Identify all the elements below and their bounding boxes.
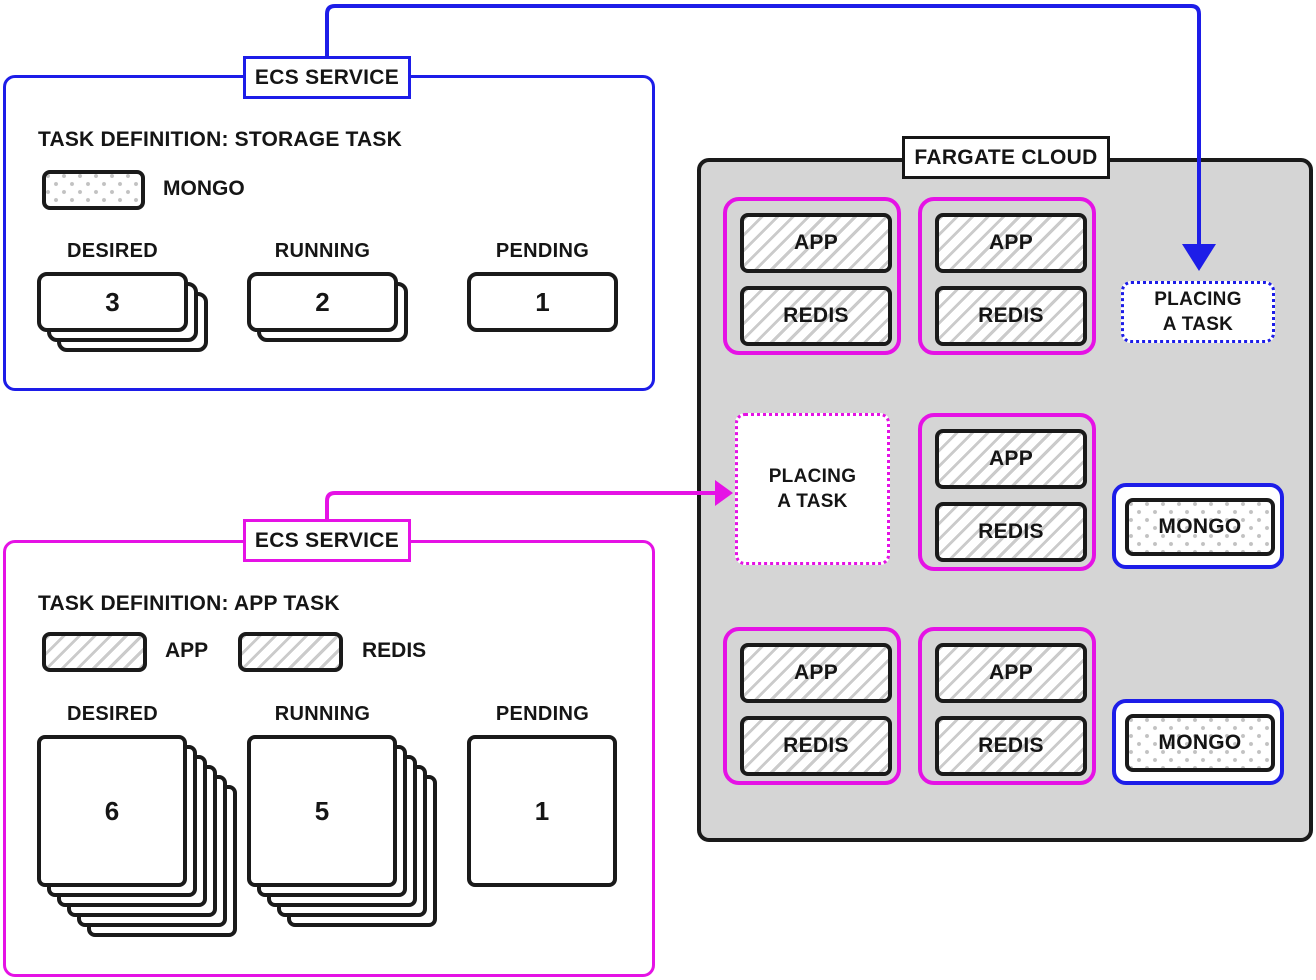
mongo-task-group: MONGO [1112,483,1284,569]
fargate-cloud-tag: FARGATE CLOUD [902,136,1110,179]
app-container-box: APP [740,643,892,703]
placing-a-task-magenta: PLACING A TASK [735,413,890,565]
app-task-group: APP REDIS [723,627,901,785]
app-legend-label: APP [165,639,209,662]
mongo-container-box: MONGO [1125,498,1275,556]
mongo-legend-swatch [42,170,145,210]
storage-running-header: RUNNING [274,240,371,262]
app-task-group: APP REDIS [723,197,901,355]
storage-pending-stack: 1 [467,272,638,352]
placing-line-2: A TASK [1162,314,1234,335]
redis-container-box: REDIS [935,502,1087,562]
app-task-group: APP REDIS [918,413,1096,571]
task-count-card: 3 [37,272,188,332]
storage-service-tag-label: ECS SERVICE [254,65,400,89]
placing-a-task-blue: PLACING A TASK [1121,281,1275,343]
storage-task-definition-heading: TASK DEFINITION: STORAGE TASK [38,128,402,151]
app-container-box: APP [935,213,1087,273]
storage-service-tag: ECS SERVICE [243,56,411,99]
redis-container-box: REDIS [935,286,1087,346]
app-desired-stack: 6 [37,735,237,937]
storage-running-stack: 2 [247,272,418,352]
redis-container-box: REDIS [740,716,892,776]
app-task-definition-heading: TASK DEFINITION: APP TASK [38,592,340,615]
app-task-group: APP REDIS [918,197,1096,355]
task-count-card: 5 [247,735,397,887]
app-service-tag-label: ECS SERVICE [254,528,400,552]
app-service-tag: ECS SERVICE [243,519,411,562]
app-running-header: RUNNING [274,703,371,725]
task-count-card: 6 [37,735,187,887]
storage-pending-header: PENDING [495,240,590,262]
app-container-box: APP [740,213,892,273]
task-count-card: 1 [467,735,617,887]
storage-desired-stack: 3 [37,272,208,352]
task-count-card: 1 [467,272,618,332]
redis-legend-label: REDIS [362,639,427,662]
app-legend-swatch [42,632,147,672]
task-count-card: 2 [247,272,398,332]
app-container-box: APP [935,429,1087,489]
app-running-stack: 5 [247,735,447,937]
app-desired-header: DESIRED [66,703,158,725]
redis-container-box: REDIS [935,716,1087,776]
storage-desired-header: DESIRED [66,240,158,262]
app-task-group: APP REDIS [918,627,1096,785]
placing-line-2: A TASK [777,491,848,512]
app-container-box: APP [935,643,1087,703]
app-pending-header: PENDING [495,703,590,725]
fargate-cloud-tag-label: FARGATE CLOUD [914,145,1098,169]
mongo-task-group: MONGO [1112,699,1284,785]
mongo-legend-label: MONGO [163,177,245,200]
placing-line-1: PLACING [1154,289,1242,310]
magenta-connector-line [325,491,716,519]
redis-legend-swatch [238,632,343,672]
redis-container-box: REDIS [740,286,892,346]
mongo-container-box: MONGO [1125,714,1275,772]
app-pending-stack: 1 [467,735,667,937]
placing-line-1: PLACING [768,466,857,487]
